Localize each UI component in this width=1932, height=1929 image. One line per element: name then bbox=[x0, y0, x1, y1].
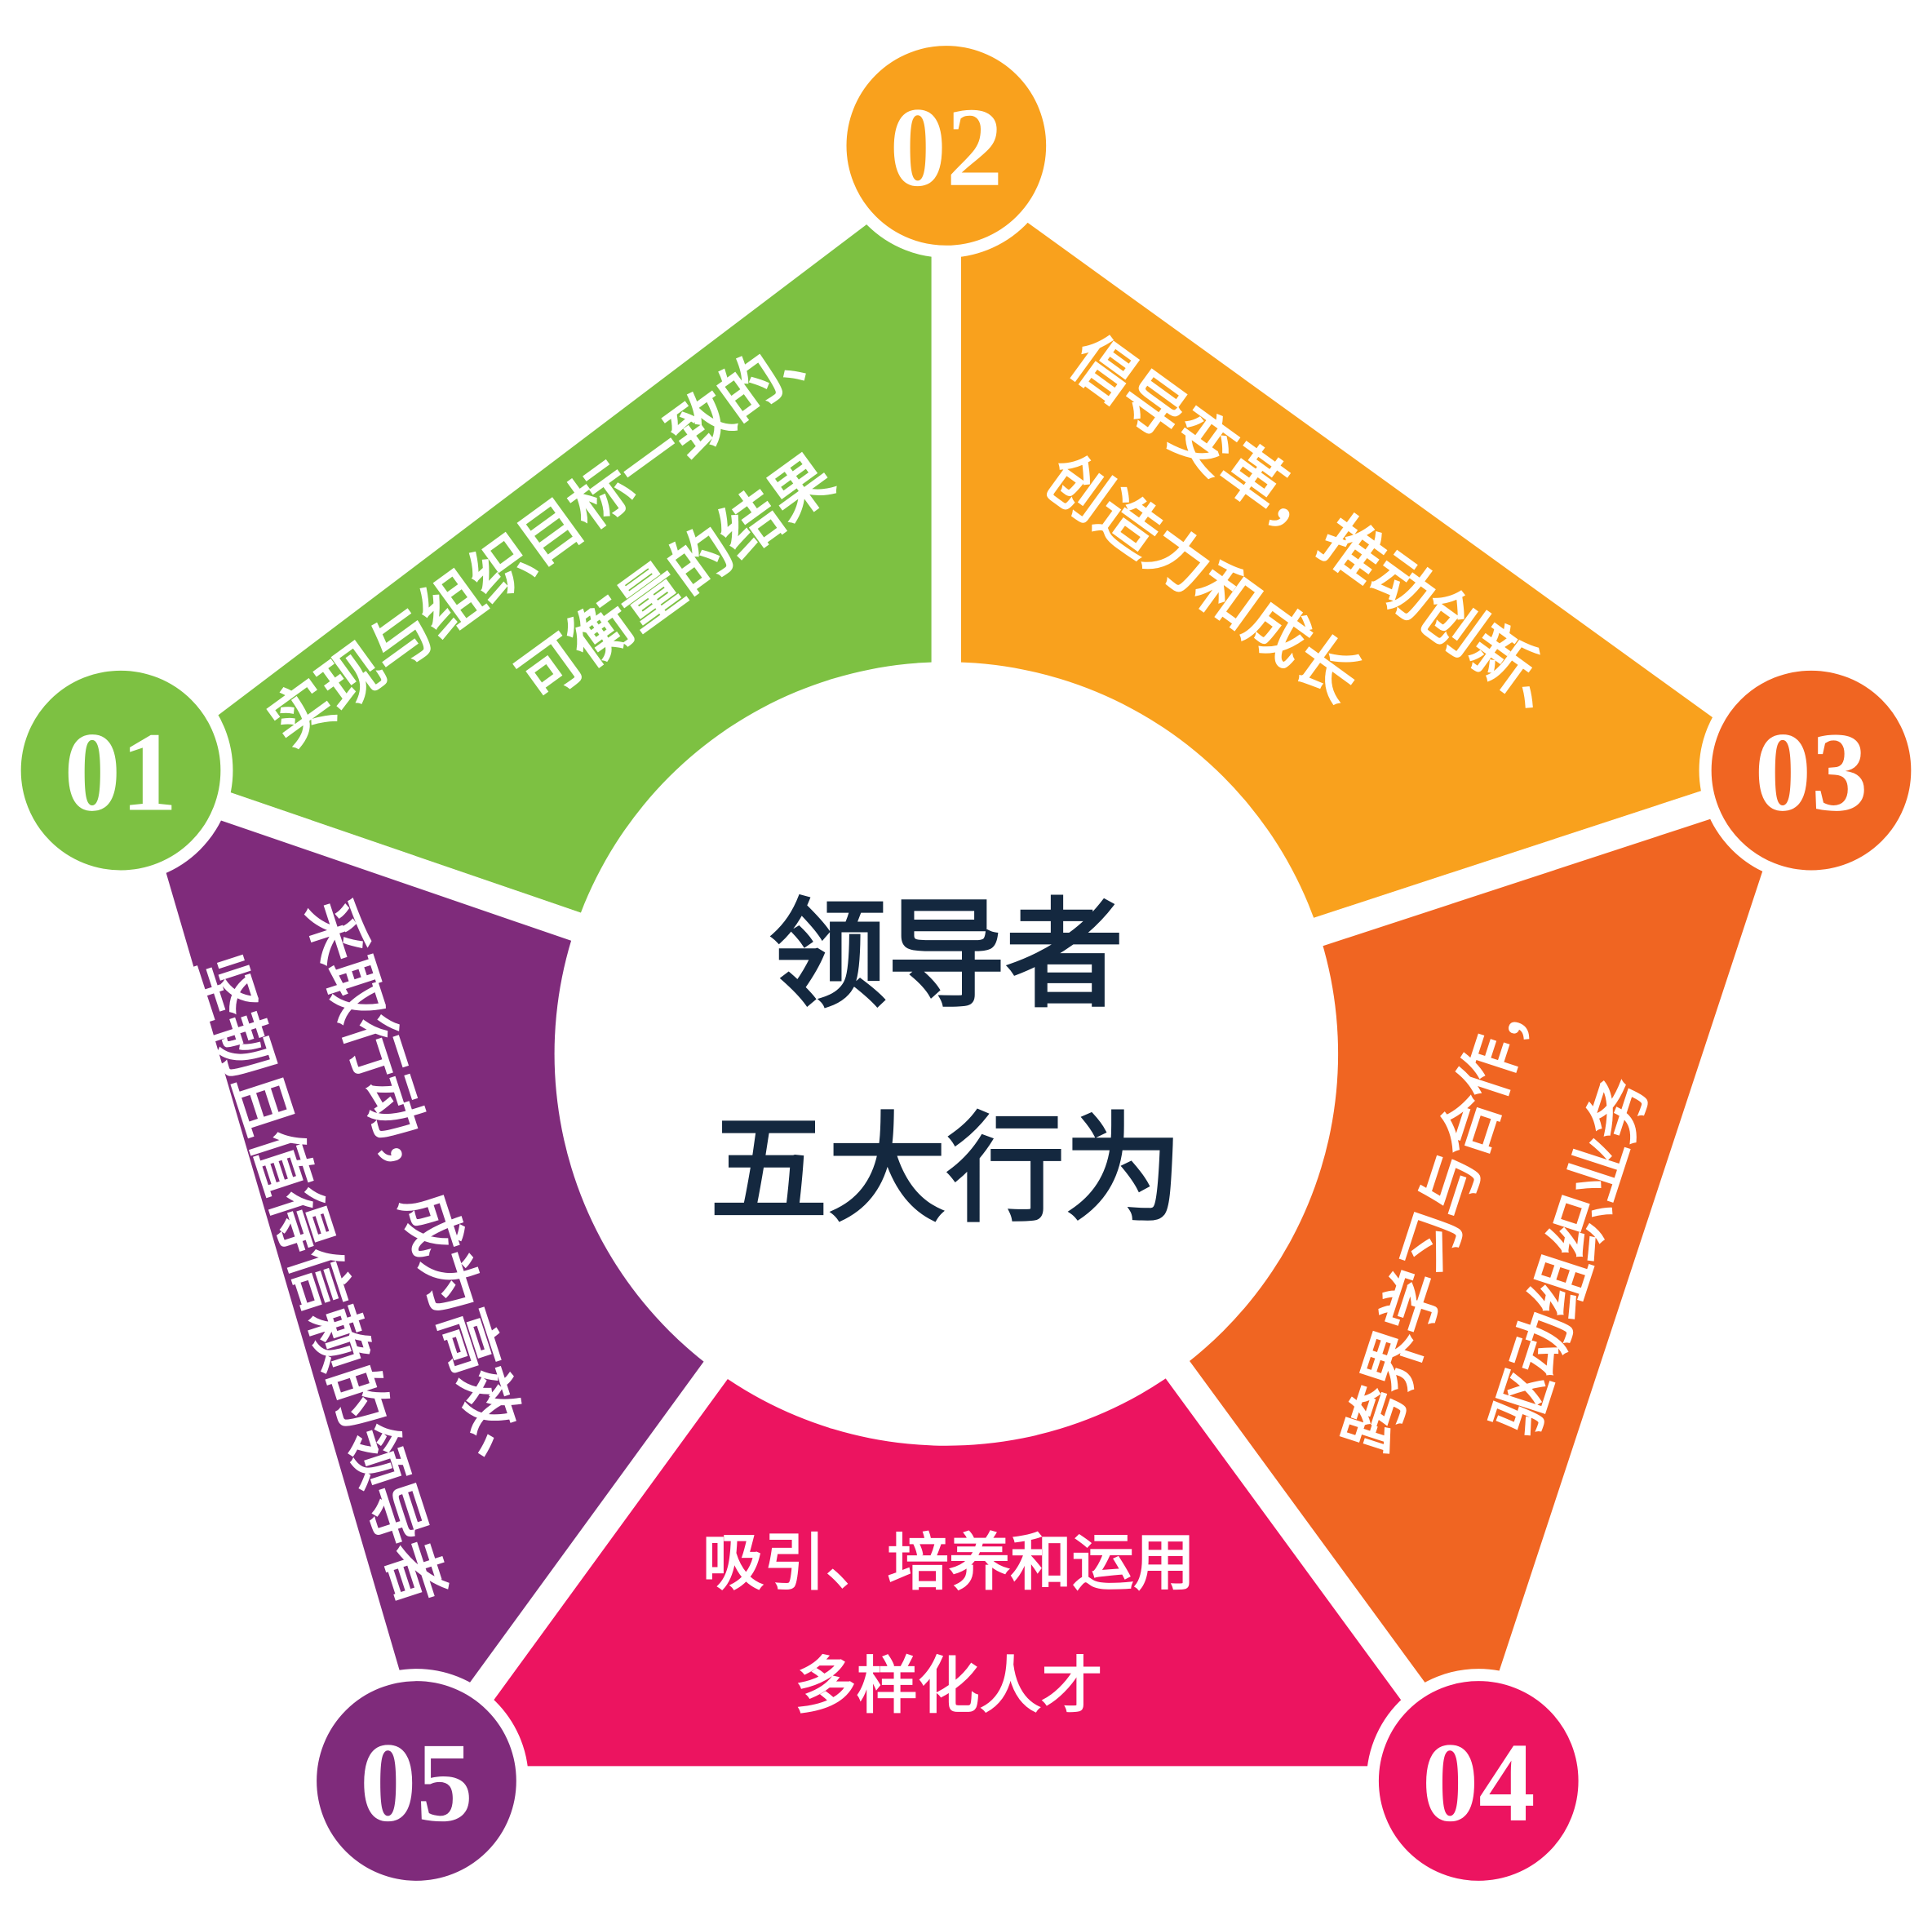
badge-02: 02 bbox=[834, 33, 1059, 258]
badge-circle bbox=[834, 33, 1059, 258]
center-circle bbox=[554, 662, 1339, 1446]
center-title-line1: 领导者 bbox=[769, 886, 1123, 1025]
center-title-line2: 五大行为 bbox=[710, 1100, 1183, 1239]
badge-number: 03 bbox=[1755, 709, 1868, 835]
badge-circle bbox=[8, 658, 233, 883]
badge-03: 03 bbox=[1699, 658, 1924, 883]
segment-04-line2: 多样化人才 bbox=[795, 1649, 1103, 1722]
badge-number: 01 bbox=[64, 709, 178, 835]
badge-05: 05 bbox=[304, 1669, 529, 1893]
badge-circle bbox=[1366, 1669, 1591, 1893]
badge-circle bbox=[304, 1669, 529, 1893]
badge-number: 05 bbox=[360, 1720, 473, 1846]
badge-01: 01 bbox=[8, 658, 233, 883]
segment-04-line1: 吸引、培养和运用 bbox=[702, 1526, 1195, 1599]
badge-number: 02 bbox=[889, 85, 1003, 211]
badge-number: 04 bbox=[1422, 1720, 1535, 1846]
badge-04: 04 bbox=[1366, 1669, 1591, 1893]
badge-circle bbox=[1699, 658, 1924, 883]
